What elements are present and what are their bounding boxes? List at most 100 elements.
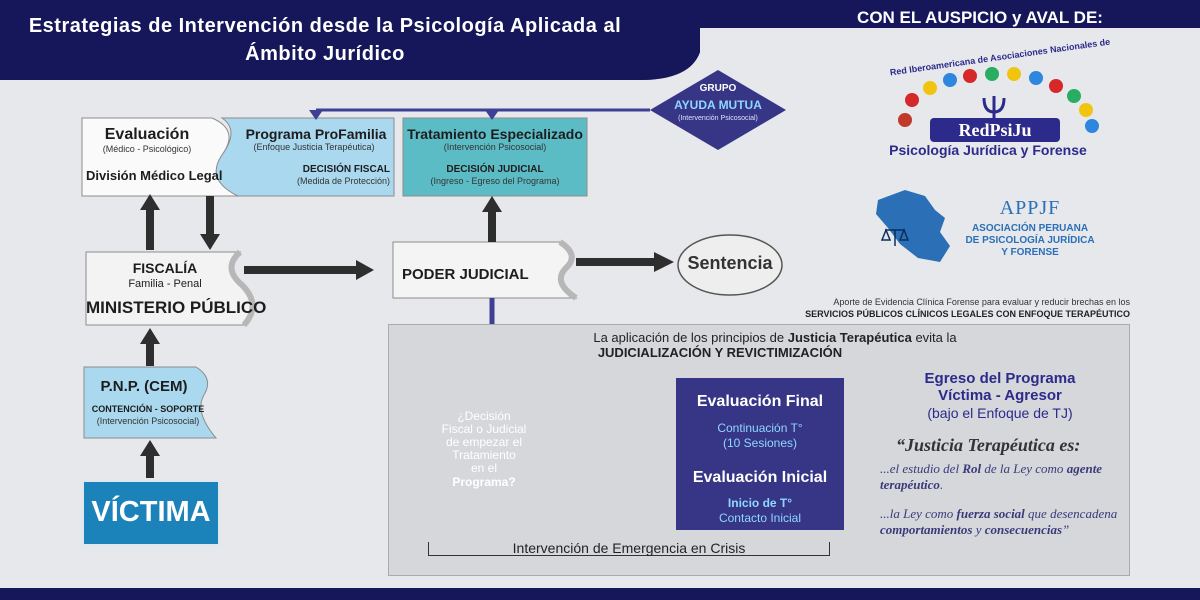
- header-left-band: [0, 0, 700, 80]
- victima-box: [82, 480, 220, 546]
- decision-line6: Programa?: [452, 475, 516, 489]
- appjf-line1: ASOCIACIÓN PERUANA: [971, 223, 1089, 234]
- arrowhead-up-1: [140, 194, 160, 210]
- tratamiento-sub: (Intervención Psicosocial): [443, 142, 547, 152]
- tratamiento-shape: [402, 117, 588, 197]
- evaluacion-division: División Médico Legal: [86, 168, 223, 183]
- quote-p1-e: .: [939, 477, 944, 492]
- sentencia-label: Sentencia: [687, 253, 773, 273]
- quote-p2-e: comportamientos: [880, 522, 973, 537]
- tratamiento-title: Tratamiento Especializado: [407, 126, 583, 142]
- flag-11: [898, 113, 912, 127]
- panel-intro: La aplicación de los principios de Justi…: [430, 330, 1120, 346]
- flag-9: [1067, 89, 1081, 103]
- grupo-label: GRUPO: [699, 83, 737, 94]
- egreso-line1: Egreso del Programa: [924, 370, 1076, 387]
- tratamiento-decision-sub: (Ingreso - Egreso del Programa): [430, 176, 560, 186]
- peru-map-icon: [876, 190, 950, 262]
- flag-8: [1049, 79, 1063, 93]
- evaluacion-sub: (Médico - Psicológico): [102, 144, 192, 154]
- quote-p1: ...el estudio del Rol de la Ley como age…: [880, 461, 1125, 493]
- flag-5: [985, 67, 999, 81]
- profamilia-title: Programa ProFamilia: [245, 126, 387, 142]
- profamilia-sub: (Enfoque Justicia Terapéutica): [253, 142, 375, 152]
- decision-line4: Tratamiento: [452, 448, 516, 462]
- egreso-line3: (bajo el Enfoque de TJ): [927, 405, 1073, 421]
- quote-p2-f: y: [975, 522, 982, 537]
- grupo-sub: (Intervención Psicosocial): [678, 115, 758, 122]
- redpsiju-subtitle: Psicología Jurídica y Forense: [889, 142, 1087, 158]
- profamilia-decision-sub: (Medida de Protección): [296, 176, 390, 186]
- arrowhead-right-2: [654, 252, 674, 272]
- arrowhead-blue-1: [309, 110, 323, 120]
- quote-p1-b: Rol: [962, 461, 982, 476]
- quote-title: “Justicia Terapéutica es:: [896, 435, 1081, 455]
- quote-p1-d: agente terapéutico: [880, 461, 1103, 492]
- appjf-name: APPJF: [999, 197, 1061, 219]
- pnp-sub: CONTENCIÓN - SOPORTE: [91, 404, 205, 414]
- flag-1: [905, 93, 919, 107]
- fiscalia-main: MINISTERIO PÚBLICO: [86, 298, 267, 317]
- decision-line2: Fiscal o Judicial: [441, 422, 527, 436]
- egreso-line2: Víctima - Agresor: [938, 387, 1062, 404]
- pnp-title: P.N.P. (CEM): [100, 378, 188, 395]
- aporte-line1: Aporte de Evidencia Clínica Forense para…: [833, 297, 1130, 307]
- header-curve: [640, 0, 1200, 80]
- grupo-name: AYUDA MUTUA: [674, 98, 762, 112]
- eval-inicial-sub1: Inicio de T°: [727, 496, 793, 510]
- quote-p2-b: fuerza social: [956, 506, 1025, 521]
- arrowhead-up-2: [482, 196, 502, 212]
- quote-p1-c: de la Ley como: [984, 461, 1064, 476]
- fiscalia-title: FISCALÍA: [132, 260, 198, 276]
- flag-12: [1085, 119, 1099, 133]
- redpsiju-band: [930, 118, 1060, 142]
- poder-judicial-wave: [557, 239, 578, 301]
- grupo-diamond: [650, 70, 786, 150]
- quote-p2-a: ...la Ley como: [880, 506, 954, 521]
- sponsor-heading: CON EL AUSPICIO y AVAL DE:: [857, 8, 1103, 27]
- crisis-bracket: [428, 542, 830, 556]
- flag-2: [923, 81, 937, 95]
- fiscalia-sub: Familia - Penal: [128, 278, 202, 290]
- arrowhead-up-4: [140, 440, 160, 456]
- evaluacion-final-box: [676, 378, 844, 530]
- tratamiento-decision: DECISIÓN JUDICIAL: [446, 164, 544, 175]
- fiscalia-wave: [228, 249, 256, 328]
- quote-p2-d: desencadena: [1050, 506, 1118, 521]
- redpsiju-name: RedPsiJu: [958, 120, 1032, 140]
- eval-inicial-sub2: Contacto Inicial: [718, 511, 802, 525]
- poder-judicial-label: PODER JUDICIAL: [402, 266, 529, 283]
- eval-inicial-title: Evaluación Inicial: [692, 469, 828, 486]
- arrowhead-right-1: [356, 260, 374, 280]
- quote-p2: ...la Ley como fuerza social que desenca…: [880, 506, 1125, 538]
- decision-line1: ¿Decisión: [457, 409, 511, 423]
- pnp-sub2: (Intervención Psicosocial): [96, 416, 200, 426]
- quote-p2-g: consecuencias: [984, 522, 1063, 537]
- eval-final-title: Evaluación Final: [696, 393, 824, 410]
- appjf-line3: Y FORENSE: [1001, 247, 1059, 258]
- profamilia-shape: [215, 117, 395, 197]
- panel-headline: JUDICIALIZACIÓN Y REVICTIMIZACIÓN: [597, 345, 843, 360]
- decision-line3: de empezar el: [445, 435, 523, 449]
- eval-final-sub2: (10 Sesiones): [722, 436, 798, 450]
- panel-intro-pre: La aplicación de los principios de: [593, 330, 785, 345]
- sentencia-shape: [677, 234, 783, 296]
- panel-intro-post: evita la: [915, 330, 957, 345]
- arrowhead-down-1: [200, 234, 220, 250]
- flag-10: [1079, 103, 1093, 117]
- appjf-line2: DE PSICOLOGÍA JURÍDICA: [965, 235, 1095, 246]
- psi-icon: [982, 96, 1006, 126]
- flag-6: [1007, 67, 1021, 81]
- footer-band: [0, 588, 1200, 600]
- quote-p2-h: ”: [1062, 522, 1070, 537]
- arrowhead-up-3: [140, 328, 160, 344]
- quote-p1-a: ...el estudio del: [880, 461, 960, 476]
- decision-line5: en el: [470, 461, 498, 475]
- eval-final-sub1: Continuación T°: [717, 421, 803, 435]
- flag-3: [943, 73, 957, 87]
- page-title: Estrategias de Intervención desde la Psi…: [28, 15, 622, 65]
- aporte-line2: SERVICIOS PÚBLICOS CLÍNICOS LEGALES CON …: [805, 309, 1130, 319]
- flag-7: [1029, 71, 1043, 85]
- victima-label: VÍCTIMA: [91, 496, 211, 528]
